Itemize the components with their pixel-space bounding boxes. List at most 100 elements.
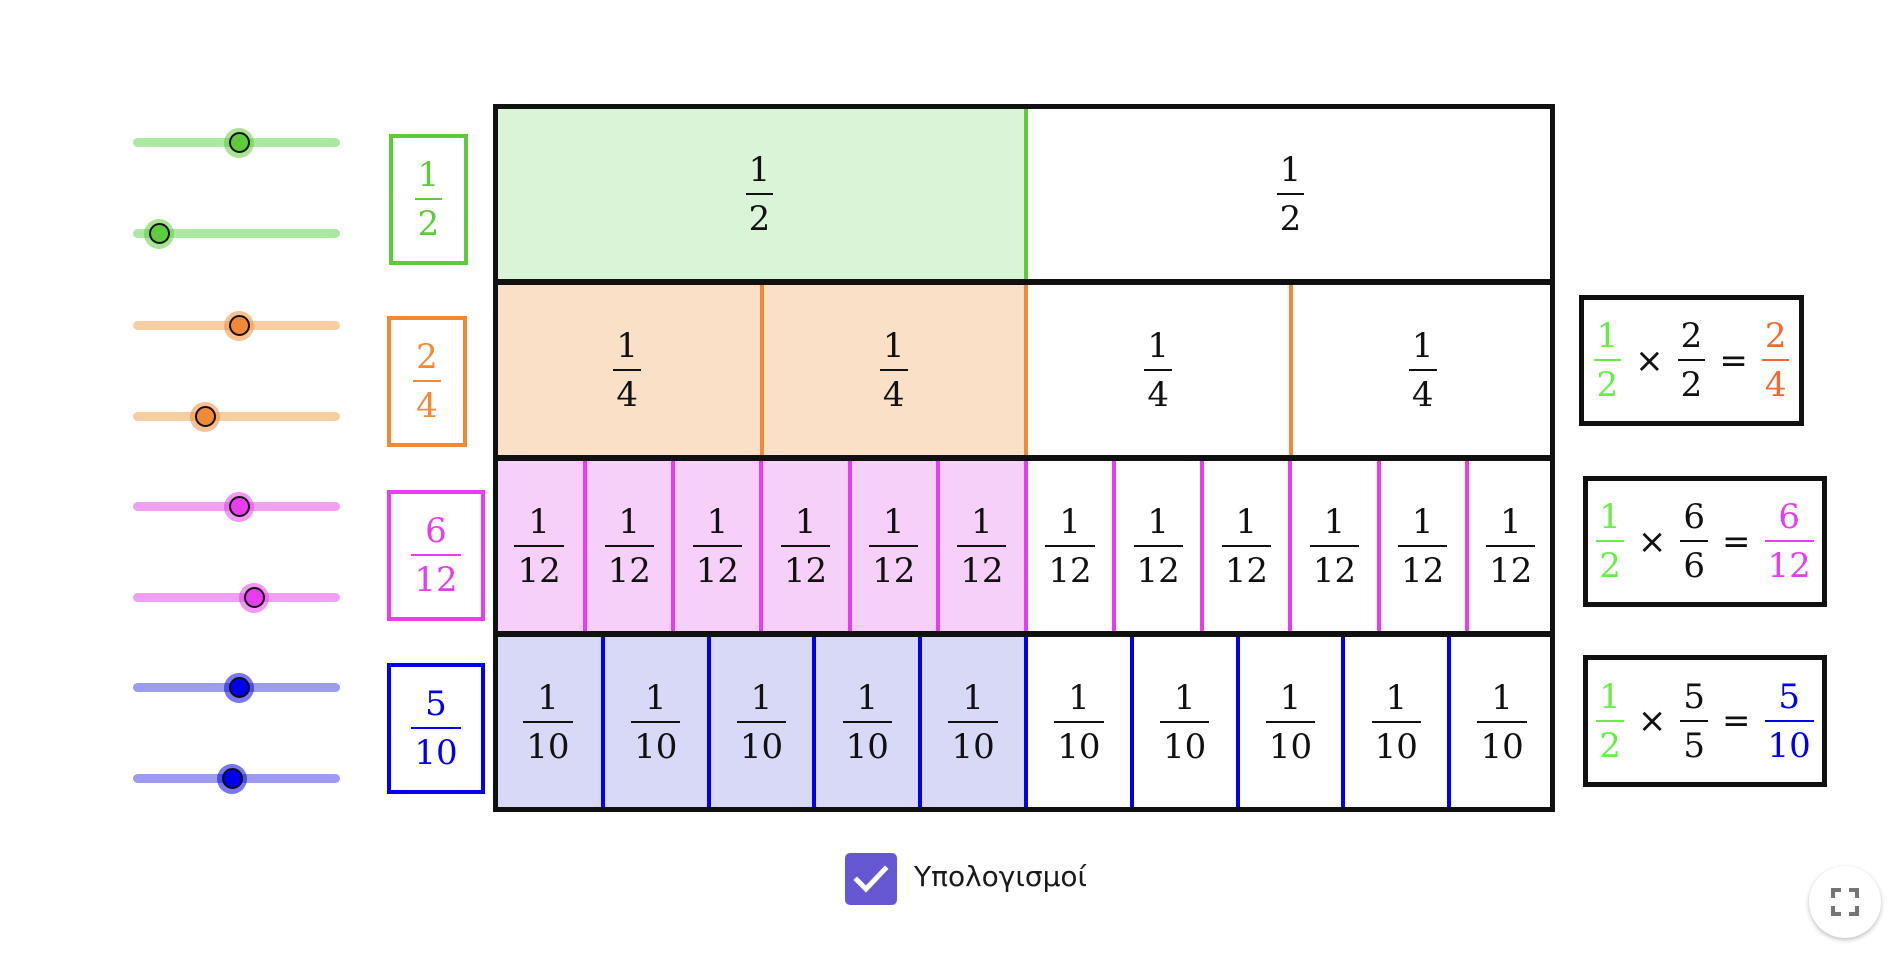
numerator: 1 <box>1173 677 1196 718</box>
slider-handle[interactable] <box>239 582 269 613</box>
times-sign: × <box>1635 340 1664 381</box>
slider-knob[interactable] <box>243 587 265 608</box>
numerator: 1 <box>1279 677 1302 718</box>
slider-handle[interactable] <box>224 491 254 522</box>
numerator: 1 <box>1279 149 1302 190</box>
fraction-bar <box>1677 359 1706 361</box>
green-slider-1[interactable] <box>133 127 340 158</box>
pink-slider-2[interactable] <box>133 582 340 613</box>
denominator: 12 <box>960 550 1004 591</box>
slider-knob[interactable] <box>194 406 216 427</box>
denominator: 10 <box>1163 726 1207 767</box>
numerator: 1 <box>1235 501 1258 542</box>
denominator: 4 <box>416 386 438 426</box>
fraction-bar <box>523 720 573 723</box>
slider-knob[interactable] <box>228 132 250 153</box>
numerator: 1 <box>882 501 905 542</box>
slider-knob[interactable] <box>148 223 170 244</box>
denominator: 10 <box>634 726 678 767</box>
fraction-bar <box>1486 544 1536 547</box>
slider-knob[interactable] <box>228 496 250 517</box>
denominator: 2 <box>1599 546 1621 586</box>
fraction-bar <box>1593 359 1622 361</box>
fraction-bar <box>1309 544 1360 547</box>
slider-handle[interactable] <box>217 763 247 794</box>
denominator: 12 <box>1224 550 1268 591</box>
numerator: 1 <box>1147 325 1170 366</box>
slider-knob[interactable] <box>221 768 243 789</box>
fraction-bar <box>957 544 1007 547</box>
fullscreen-button[interactable] <box>1809 866 1881 938</box>
slider-handle[interactable] <box>224 127 254 158</box>
denominator: 12 <box>1401 550 1445 591</box>
slider-handle[interactable] <box>224 672 254 703</box>
denominator: 5 <box>1683 725 1705 766</box>
orange-slider-2[interactable] <box>133 401 340 432</box>
slider-handle[interactable] <box>224 310 254 341</box>
fraction-bar <box>1265 720 1316 723</box>
numerator: 1 <box>616 325 639 366</box>
numerator: 2 <box>416 337 438 377</box>
fraction-bar <box>736 720 787 723</box>
slider-handle[interactable] <box>144 218 174 249</box>
fraction-bar <box>1764 719 1814 722</box>
denominator: 4 <box>1411 374 1434 415</box>
denominator: 10 <box>1767 725 1811 766</box>
slider-knob[interactable] <box>228 315 250 336</box>
green-slider-2[interactable] <box>133 218 340 249</box>
calculations-checkbox[interactable] <box>845 853 897 905</box>
numerator: 1 <box>1491 677 1513 718</box>
blue-slider-2[interactable] <box>133 763 340 794</box>
numerator: 1 <box>856 677 879 718</box>
numerator: 1 <box>794 501 817 542</box>
fraction-bar <box>1133 544 1183 547</box>
pink-slider-1[interactable] <box>133 491 340 522</box>
denominator: 10 <box>1268 726 1313 767</box>
fraction-bar <box>1761 359 1790 361</box>
fraction-bar <box>1764 540 1814 542</box>
slider-knob[interactable] <box>228 677 250 698</box>
numerator: 1 <box>748 149 771 190</box>
fraction-bar <box>1160 720 1210 723</box>
orange-slider-1[interactable] <box>133 310 340 341</box>
denominator: 4 <box>882 374 905 415</box>
blue-slider-1[interactable] <box>133 672 340 703</box>
numerator: 6 <box>1683 497 1705 537</box>
fraction-bar <box>1680 540 1708 542</box>
times-sign: × <box>1637 521 1667 562</box>
denominator: 2 <box>1599 725 1621 766</box>
slider-handle[interactable] <box>190 401 220 432</box>
fraction-bar <box>613 368 642 371</box>
fraction-bar <box>1221 544 1271 547</box>
